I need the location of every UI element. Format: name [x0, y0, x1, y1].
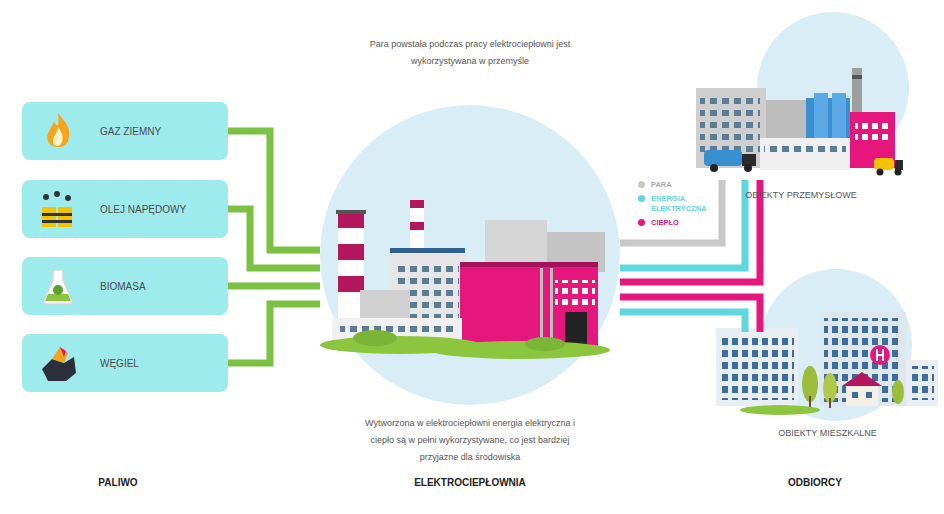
- consumer-label: OBIEKTY PRZEMYSŁOWE: [745, 190, 856, 200]
- flow-line: [228, 304, 320, 363]
- flow-line: [620, 180, 745, 268]
- plant-circle: [320, 105, 620, 405]
- fuel-box: OLEJ NAPĘDOWY: [22, 180, 228, 238]
- column-heading: PALIWO: [98, 477, 137, 488]
- fuel-label: OLEJ NAPĘDOWY: [100, 204, 186, 215]
- consumer-label: OBIEKTY MIESZKALNE: [778, 428, 876, 438]
- residential-buildings: [716, 312, 938, 415]
- power-plant: [320, 200, 610, 359]
- column-heading: ODBIORCY: [788, 477, 842, 488]
- fuel-box: GAZ ZIEMNY: [22, 102, 228, 160]
- legend-swatch: [638, 181, 645, 188]
- legend: PARA ENERGIA ELEKTRYCZNA CIEPŁO: [638, 180, 713, 232]
- fuel-icon: [36, 266, 80, 306]
- legend-row: CIEPŁO: [638, 218, 713, 228]
- legend-text: PARA: [651, 180, 713, 190]
- legend-text: ENERGIA ELEKTRYCZNA: [651, 194, 713, 214]
- flow-line: [228, 283, 320, 290]
- consumer-node: OBIEKTY MIESZKALNE: [715, 332, 940, 410]
- legend-swatch: [638, 195, 645, 202]
- industrial-buildings: [696, 68, 903, 176]
- fuel-box: WĘGIEL: [22, 334, 228, 392]
- flow-line: [620, 180, 722, 243]
- fuel-icon: [36, 111, 80, 151]
- legend-row: ENERGIA ELEKTRYCZNA: [638, 194, 713, 214]
- fuel-label: WĘGIEL: [100, 358, 139, 369]
- flow-line: [620, 297, 760, 332]
- fuel-box: BIOMASA: [22, 257, 228, 315]
- note-text: Para powstała podczas pracy elektrociepł…: [362, 36, 578, 70]
- flow-line: [620, 312, 745, 332]
- legend-swatch: [638, 219, 645, 226]
- flow-line: [228, 131, 320, 250]
- column-heading: ELEKTROCIEPŁOWNIA: [414, 477, 526, 488]
- plant-node: Wytworzona w elektrociepłowni energia el…: [320, 105, 620, 405]
- fuel-label: BIOMASA: [100, 281, 146, 292]
- flow-line: [228, 209, 320, 268]
- fuel-label: GAZ ZIEMNY: [100, 126, 161, 137]
- legend-text: CIEPŁO: [651, 218, 713, 228]
- plant-note: Wytworzona w elektrociepłowni energia el…: [352, 415, 588, 466]
- consumer-node: OBIEKTY PRZEMYSŁOWE: [695, 12, 907, 180]
- fuel-icon: [36, 343, 80, 383]
- fuel-icon: [36, 189, 80, 229]
- flow-line: [620, 180, 760, 282]
- legend-row: PARA: [638, 180, 713, 190]
